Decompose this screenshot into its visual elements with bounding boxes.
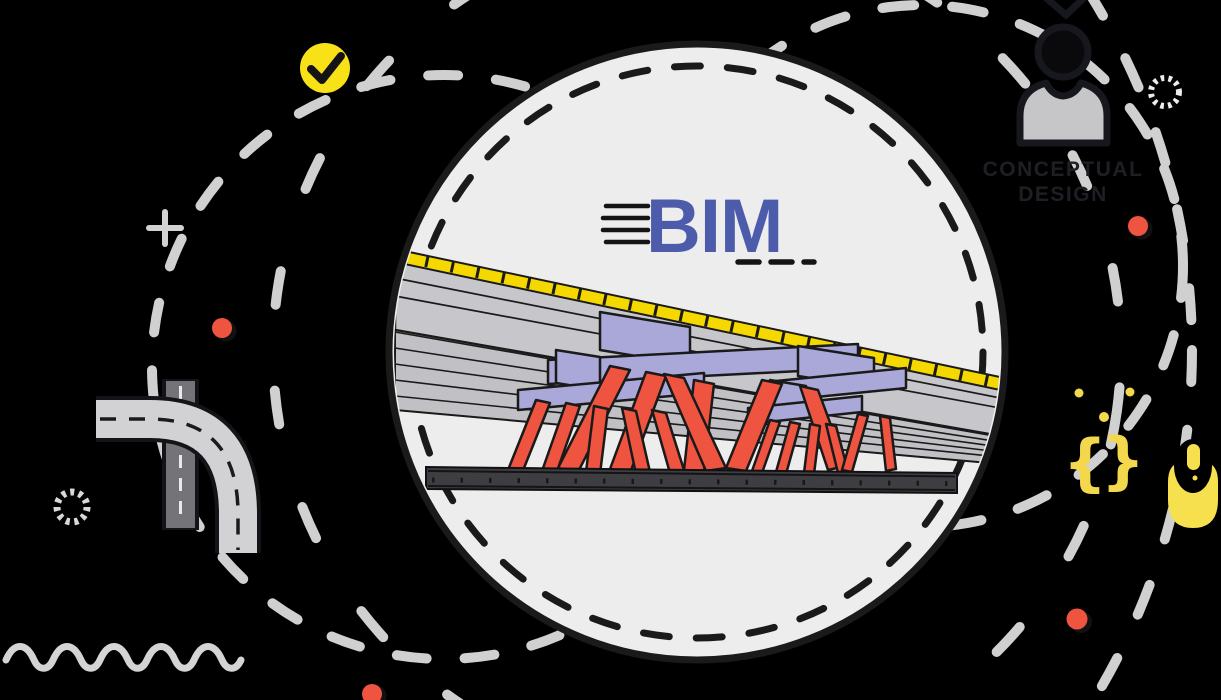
ground-road	[425, 465, 958, 495]
stage-label-line1: CONCEPTUAL	[983, 158, 1144, 181]
dot-icon	[362, 684, 382, 700]
brace-right: }	[1101, 424, 1145, 497]
code-braces-icon: { }	[1063, 424, 1145, 499]
gear-dots-icon	[1074, 387, 1135, 422]
bim-logo: BIM	[600, 184, 817, 269]
bridge-illustration	[394, 247, 1000, 495]
red-dots	[212, 216, 1153, 700]
dot-icon	[1066, 608, 1088, 630]
curved-road-centerline	[100, 417, 240, 550]
tick-circle-icon-right	[1148, 75, 1182, 109]
mouse-icon	[1168, 439, 1218, 528]
plus-icon	[146, 209, 184, 247]
dot-icon	[212, 318, 232, 338]
road-icon	[96, 379, 261, 553]
chevron-icon	[1043, 0, 1087, 20]
orbit-circle-far-right	[1087, 0, 1197, 700]
dot-icon	[1128, 216, 1148, 236]
speed-lines-icon	[600, 203, 651, 245]
stage-label-line2: DESIGN	[1018, 183, 1108, 206]
orbit-circle-right	[656, 0, 1188, 532]
person-head	[1034, 23, 1092, 81]
bridge-piers	[506, 364, 898, 476]
check-icon	[300, 43, 350, 93]
bim-title: BIM	[646, 184, 782, 269]
brace-left: {	[1063, 426, 1107, 499]
tick-circle-icon-left	[53, 488, 91, 526]
wave-icon	[2, 643, 245, 672]
orbit-circle-outer	[268, 0, 1126, 700]
person-icon	[1016, 0, 1111, 147]
person-body	[1016, 79, 1111, 147]
